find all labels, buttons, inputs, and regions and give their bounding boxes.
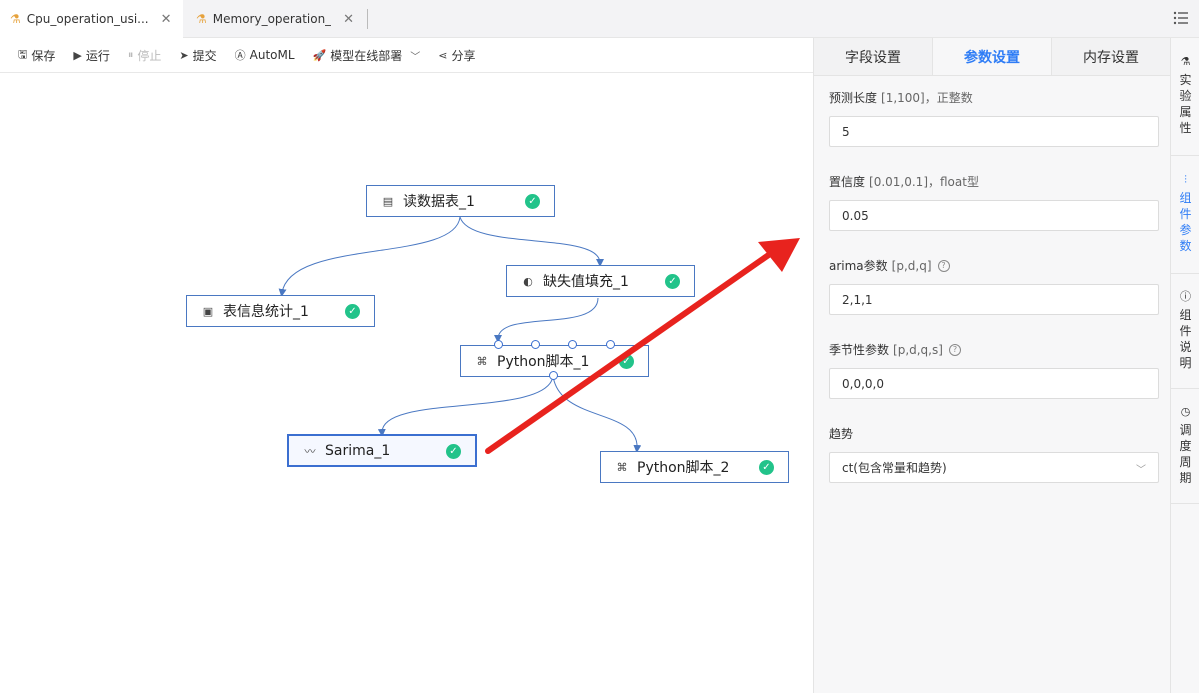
tab-bar: ⚗ Cpu_operation_usi... ✕ ⚗ Memory_operat…: [0, 0, 1199, 38]
save-button[interactable]: 🖫保存: [18, 47, 56, 63]
input-port[interactable]: [606, 340, 615, 349]
flask-icon: ⚗: [10, 12, 21, 26]
save-icon: 🖫: [18, 47, 28, 61]
stop-icon: ⏸: [127, 48, 134, 61]
half-circle-icon: ◐: [523, 274, 533, 288]
rail-divider: [1171, 388, 1199, 389]
clock-icon: ◷: [1180, 405, 1191, 418]
tab-cpu-operation[interactable]: ⚗ Cpu_operation_usi... ✕: [0, 0, 183, 38]
list-menu-icon[interactable]: [1173, 10, 1189, 26]
properties-panel: 字段设置 参数设置 内存设置 预测长度[1,100]，正整数 5 置信度[0.0…: [813, 38, 1170, 693]
rail-divider: [1171, 503, 1199, 504]
node-python-2[interactable]: ⌘ Python脚本_2 ✓: [600, 451, 789, 483]
send-icon: ➤: [179, 48, 189, 62]
close-icon[interactable]: ✕: [343, 11, 354, 27]
tab-param-settings[interactable]: 参数设置: [933, 38, 1052, 75]
panel-tabs: 字段设置 参数设置 内存设置: [814, 38, 1170, 76]
tab-field-settings[interactable]: 字段设置: [814, 38, 933, 75]
predict-length-label: 预测长度[1,100]，正整数: [829, 91, 973, 105]
share-icon: ⋖: [438, 48, 448, 62]
rocket-icon: 🚀: [312, 48, 327, 62]
check-icon: ✓: [665, 274, 680, 289]
predict-length-input[interactable]: 5: [829, 116, 1159, 147]
confidence-input[interactable]: 0.05: [829, 200, 1159, 231]
check-icon: ✓: [345, 304, 360, 319]
automl-icon: Ⓐ: [234, 49, 246, 62]
node-sarima[interactable]: 〰 Sarima_1 ✓: [287, 434, 477, 467]
share-button[interactable]: ⋖分享: [438, 48, 476, 63]
chevron-down-icon: ﹀: [410, 51, 421, 63]
confidence-label: 置信度[0.01,0.1]，float型: [829, 175, 979, 189]
wave-icon: 〰: [304, 444, 316, 458]
chevron-down-icon: ﹀: [1136, 465, 1146, 476]
submit-button[interactable]: ➤提交: [179, 48, 217, 63]
help-icon[interactable]: ?: [937, 259, 950, 272]
check-icon: ✓: [619, 354, 634, 369]
trend-label: 趋势: [829, 427, 854, 441]
tab-memory-settings[interactable]: 内存设置: [1083, 49, 1139, 66]
rail-experiment-properties[interactable]: ⚗ 实 验 属 性: [1179, 55, 1192, 135]
node-table-stats[interactable]: ▣ 表信息统计_1 ✓: [186, 295, 375, 327]
flask-icon: ⚗: [196, 12, 207, 26]
input-port[interactable]: [531, 340, 540, 349]
tab-label: Memory_operation_...: [212, 12, 332, 26]
seasonal-params-input[interactable]: 0,0,0,0: [829, 368, 1159, 399]
play-icon: ▶: [73, 48, 82, 62]
rail-component-params[interactable]: ⫶ 组 件 参 数: [1179, 173, 1192, 253]
arima-params-input[interactable]: 2,1,1: [829, 284, 1159, 315]
tab-label: Cpu_operation_usi...: [26, 12, 149, 26]
tab-divider: [367, 9, 368, 29]
check-icon: ✓: [525, 194, 540, 209]
run-button[interactable]: ▶运行: [73, 48, 110, 63]
side-rail: ⚗ 实 验 属 性 ⫶ 组 件 参 数 ⓘ 组 件 说 明 ◷ 调 度 周 期: [1170, 38, 1199, 693]
tab-memory-operation[interactable]: ⚗ Memory_operation_... ✕: [186, 0, 364, 38]
rail-component-description[interactable]: ⓘ 组 件 说 明: [1179, 290, 1192, 370]
rail-schedule-period[interactable]: ◷ 调 度 周 期: [1179, 405, 1192, 485]
rail-divider: [1171, 273, 1199, 274]
node-fill-missing[interactable]: ◐ 缺失值填充_1 ✓: [506, 265, 695, 297]
check-icon: ✓: [446, 444, 461, 459]
trend-select[interactable]: ct(包含常量和趋势) ﹀: [829, 452, 1159, 483]
stats-icon: ▣: [202, 304, 214, 318]
help-icon[interactable]: ?: [948, 343, 961, 356]
table-icon: ▤: [382, 194, 394, 208]
input-port[interactable]: [568, 340, 577, 349]
flask-icon: ⚗: [1180, 55, 1191, 68]
info-icon: ⓘ: [1180, 290, 1191, 303]
input-port[interactable]: [494, 340, 503, 349]
workflow-canvas[interactable]: ▤ 读数据表_1 ✓ ▣ 表信息统计_1 ✓ ◐ 缺失值填充_1 ✓ ⌘ Pyt…: [0, 73, 813, 693]
check-icon: ✓: [759, 460, 774, 475]
workflow-edges: [278, 216, 642, 453]
output-port[interactable]: [549, 371, 558, 380]
python-icon: ⌘: [616, 460, 628, 474]
seasonal-params-label: 季节性参数[p,d,q,s] ?: [829, 341, 961, 358]
deploy-button[interactable]: 🚀模型在线部署﹀: [312, 48, 421, 63]
sliders-icon: ⫶: [1184, 173, 1187, 186]
node-read-table[interactable]: ▤ 读数据表_1 ✓: [366, 185, 555, 217]
stop-button[interactable]: ⏸停止: [127, 48, 162, 63]
arima-params-label: arima参数[p,d,q] ?: [829, 257, 950, 274]
close-icon[interactable]: ✕: [160, 11, 172, 27]
rail-divider: [1171, 155, 1199, 156]
python-icon: ⌘: [476, 354, 488, 368]
